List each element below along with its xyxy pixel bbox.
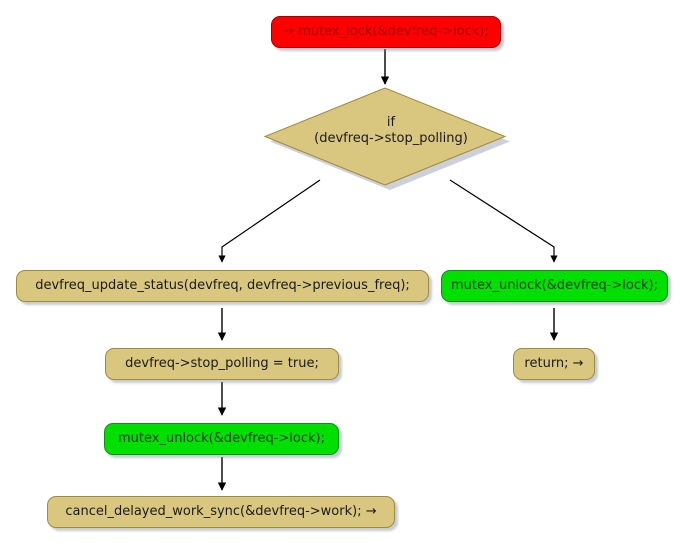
edge-decision-to-unlock-right [449, 179, 558, 263]
node-devfreq-update-status[interactable]: devfreq_update_status(devfreq, devfreq->… [16, 270, 429, 302]
node-devfreq-update-status-label: devfreq_update_status(devfreq, devfreq->… [35, 277, 410, 293]
node-mutex-unlock-right[interactable]: mutex_unlock(&devfreq->lock); [441, 270, 668, 302]
decision-label-line1: if [386, 115, 396, 130]
diamond-shape [263, 87, 510, 190]
node-stop-polling-true-label: devfreq->stop_polling = true; [125, 355, 319, 371]
node-stop-polling-true[interactable]: devfreq->stop_polling = true; [105, 348, 339, 380]
node-cancel-delayed-work-sync-label: cancel_delayed_work_sync(&devfreq->work)… [65, 503, 377, 519]
node-mutex-unlock-right-label: mutex_unlock(&devfreq->lock); [451, 277, 658, 293]
node-mutex-unlock-left[interactable]: mutex_unlock(&devfreq->lock); [104, 423, 339, 455]
node-decision-stop-polling[interactable]: if (devfreq->stop_polling) [263, 87, 510, 190]
decision-label-line2: (devfreq->stop_polling) [314, 131, 468, 147]
node-return[interactable]: return; → [513, 348, 595, 380]
node-mutex-unlock-left-label: mutex_unlock(&devfreq->lock); [118, 430, 325, 446]
node-mutex-lock[interactable]: → mutex_lock(&devfreq->lock); [271, 16, 501, 48]
decision-label: if (devfreq->stop_polling) [271, 115, 511, 148]
node-mutex-lock-label: → mutex_lock(&devfreq->lock); [283, 23, 489, 39]
node-cancel-delayed-work-sync[interactable]: cancel_delayed_work_sync(&devfreq->work)… [47, 496, 395, 528]
edge-decision-to-update-status [218, 179, 321, 263]
node-return-label: return; → [524, 355, 584, 371]
